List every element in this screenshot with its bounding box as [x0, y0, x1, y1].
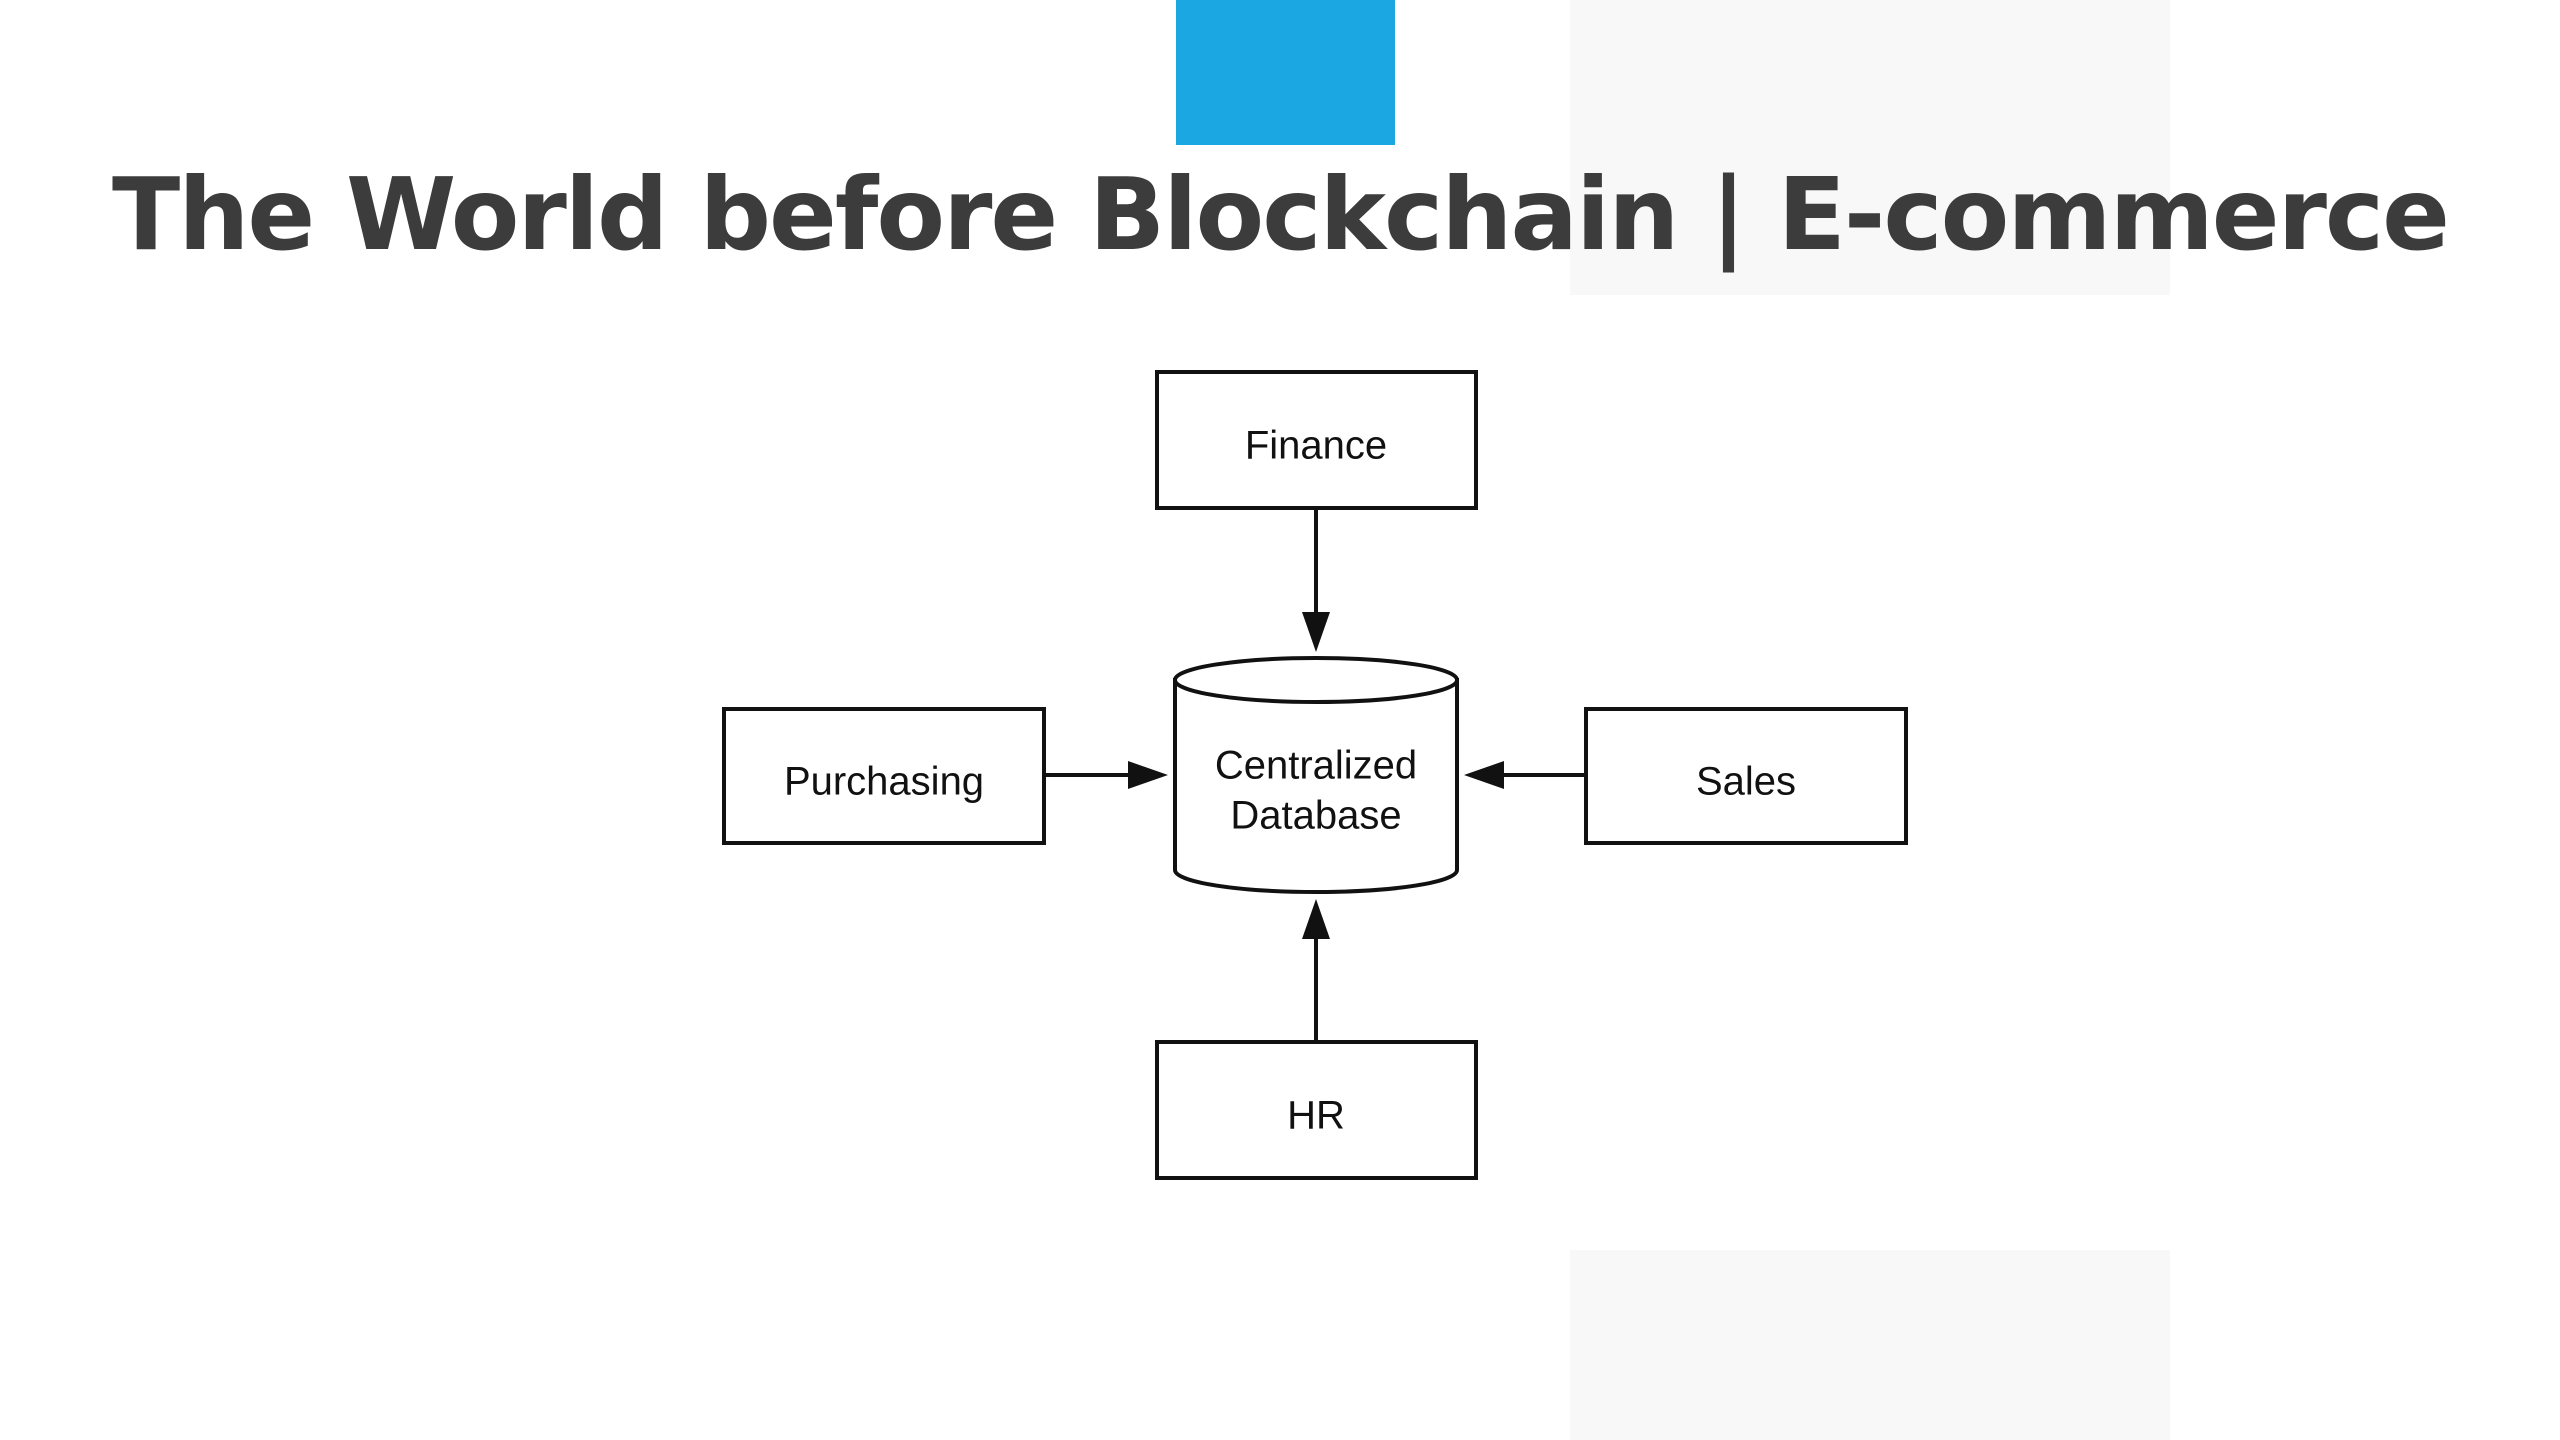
finance-label: Finance	[1245, 424, 1387, 468]
purchasing-label: Purchasing	[784, 760, 984, 804]
background-panel	[1570, 0, 2170, 295]
slide-title: The World before Blockchain | E-commerce	[111, 156, 2450, 273]
database-label-line2: Database	[1230, 794, 1401, 838]
background-panel	[1570, 1250, 2170, 1440]
database-node: Centralized Database	[1173, 656, 1459, 894]
accent-bar	[1176, 0, 1395, 145]
purchasing-to-database-arrow	[1044, 761, 1168, 789]
finance-to-database-arrow	[1302, 508, 1330, 652]
hr-node: HR	[1155, 1040, 1478, 1180]
hr-label: HR	[1287, 1094, 1345, 1138]
hr-to-database-arrow	[1302, 899, 1330, 1042]
sales-node: Sales	[1584, 707, 1908, 845]
sales-to-database-arrow	[1464, 761, 1586, 789]
finance-node: Finance	[1155, 370, 1478, 510]
sales-label: Sales	[1696, 760, 1796, 804]
database-label-line1: Centralized	[1215, 744, 1417, 788]
purchasing-node: Purchasing	[722, 707, 1046, 845]
